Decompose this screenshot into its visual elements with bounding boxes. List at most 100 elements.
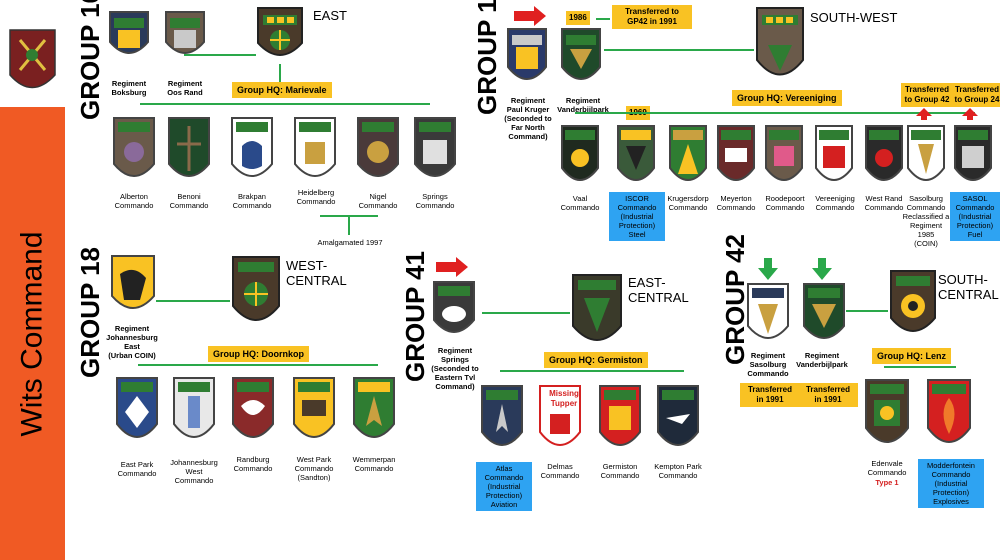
group41-regiment-connector	[482, 312, 570, 314]
group18-commando-shield-randburg	[231, 376, 275, 448]
group41-commando-shield-delmas	[538, 384, 582, 456]
group18-hq-label: Group HQ: Doornkop	[208, 346, 309, 362]
side-title: Wits Command	[15, 230, 49, 437]
group42-regiment-vanderbijlpark-shield	[802, 282, 846, 348]
group42-arrow-down-icon-1	[758, 258, 778, 280]
group16-amalgamated-connector	[348, 215, 350, 235]
group16-commando-line	[140, 103, 430, 105]
group42-regiment-sasolburg-shield	[746, 282, 790, 348]
group42-regiment-label-2: Regiment Vanderbijlpark	[796, 351, 848, 369]
group18-commando-line	[138, 364, 378, 366]
group16-regiment-boksburg-shield	[108, 10, 150, 62]
group17-commando-label-6: Vereeniging Commando	[815, 194, 855, 212]
group18-region: WEST- CENTRAL	[286, 258, 347, 288]
group16-commando-label-3: Brakpan Commando	[232, 192, 272, 210]
group42-commando-line	[884, 366, 956, 368]
group42-commando-shield-modderfontein	[926, 378, 972, 454]
group17-title: GROUP 17	[472, 0, 502, 115]
group17-commando-shield-vaal	[560, 124, 600, 190]
group17-arrow-up-icon-2	[962, 108, 978, 120]
group42-hq-label: Group HQ: Lenz	[872, 348, 951, 364]
group17-commando-label-9: SASOL Commando (Industrial Protection) F…	[950, 192, 1000, 241]
group18-commando-shield-westpark	[292, 376, 336, 448]
group16-commando-shield-brakpan	[230, 116, 274, 186]
group17-commando-label-2: ISCOR Commando (Industrial Protection) S…	[609, 192, 665, 241]
group16-hq-shield	[255, 5, 305, 65]
group16-commando-label-2: Benoni Commando	[169, 192, 209, 210]
group41-missing-note: Missing Tupper	[549, 389, 579, 408]
group16-hq-label: Group HQ: Marievale	[232, 82, 332, 98]
group41-commando-label-3: Germiston Commando	[600, 462, 640, 480]
group17-regiment-vanderbijlpark-shield	[560, 27, 602, 89]
group16-commando-label-4: Heidelberg Commando	[296, 188, 336, 206]
group41-commando-shield-germiston	[598, 384, 642, 456]
group42-hq-shield	[888, 268, 938, 342]
group17-commando-label-1: Vaal Commando	[560, 194, 600, 212]
group16-regiment-label-1: Regiment Boksburg	[111, 79, 147, 97]
group17-commando-shield-westrand	[864, 124, 904, 190]
group41-commando-shield-kemptonpark	[656, 384, 700, 456]
group17-hq-label: Group HQ: Vereeniging	[732, 90, 842, 106]
group16-commando-label-1: Alberton Commando	[114, 192, 154, 210]
group17-year1986: 1986	[566, 11, 590, 25]
group17-commando-label-3: Krugersdorp Commando	[667, 194, 709, 212]
group41-commando-label-1: Atlas Commando (Industrial Protection) A…	[476, 462, 532, 511]
wits-command-emblem	[0, 0, 65, 107]
group17-commando-line	[575, 112, 975, 114]
group41-commando-line	[500, 370, 684, 372]
group18-commando-shield-jhbwest	[172, 376, 216, 448]
group16-commando-label-6: Springs Commando	[415, 192, 455, 210]
group17-arrow-up-icon-1	[916, 108, 932, 120]
group16-commando-shield-heidelberg	[293, 116, 337, 186]
group17-commando-shield-vereeniging	[814, 124, 854, 190]
group18-regiment-shield	[110, 254, 156, 318]
group41-commando-label-4: Kempton Park Commando	[654, 462, 702, 480]
group17-regiment-connector	[604, 49, 754, 51]
group41-arrow-icon	[434, 256, 470, 278]
group17-region: SOUTH-WEST	[810, 10, 898, 25]
group42-commando-label-2: Modderfontein Commando (Industrial Prote…	[918, 459, 984, 508]
group17-commando-label-7: West Rand Commando	[864, 194, 904, 212]
group18-commando-label-5: Wemmerpan Commando	[352, 455, 396, 473]
group42-regiment-label-1: Regiment Sasolburg Commando	[747, 351, 789, 378]
group42-regiment-note-1: Transferred in 1991	[740, 383, 800, 407]
group18-hq-shield	[230, 254, 282, 332]
group17-hq-shield	[754, 5, 806, 87]
group41-commando-shield-atlas	[480, 384, 524, 456]
group18-regiment-connector	[156, 300, 230, 302]
group16-region: EAST	[313, 8, 347, 23]
group41-regiment-shield	[432, 280, 476, 342]
group41-hq-label: Group HQ: Germiston	[544, 352, 648, 368]
group41-title: GROUP 41	[400, 250, 430, 382]
group16-commando-label-5: Nigel Commando	[358, 192, 398, 210]
group17-commando-label-8: Sasolburg Commando Reclassified a Regime…	[902, 194, 950, 248]
group17-transferred-gp42: Transferred to GP42 in 1991	[612, 5, 692, 29]
group16-commando-shield-alberton	[112, 116, 156, 186]
group18-commando-shield-eastpark	[115, 376, 159, 448]
group17-regiment-paulkruger-shield	[506, 27, 548, 89]
group18-commando-label-2: Johannesburg West Commando	[170, 458, 218, 485]
group17-transferred-42: Transferred to Group 42	[901, 83, 953, 107]
group17-commando-shield-iscor	[616, 124, 656, 190]
group41-commando-label-2: Delmas Commando	[540, 462, 580, 480]
group17-commando-label-4: Meyerton Commando	[716, 194, 756, 212]
group16-regiment-label-2: Regiment Oos Rand	[167, 79, 203, 97]
group41-hq-shield	[570, 272, 624, 352]
group18-regiment-label: Regiment Johannesburg East (Urban COIN)	[106, 324, 158, 360]
group16-title: GROUP 16	[75, 0, 105, 120]
group41-regiment-label: Regiment Springs (Seconded to Eastern Tv…	[431, 346, 479, 391]
group16-commando-shield-springs	[413, 116, 457, 186]
group42-regiment-connector	[846, 310, 888, 312]
group18-commando-label-1: East Park Commando	[117, 460, 157, 478]
group16-regiment-oosrand-shield	[164, 10, 206, 62]
group42-commando-shield-edenvale	[864, 378, 910, 454]
group42-commando-label-1: Edenvale Commando	[867, 459, 907, 477]
group17-transfer-connector	[596, 18, 610, 20]
group17-commando-label-5: Roodepoort Commando	[765, 194, 805, 212]
wits-command-side-bar: Wits Command	[0, 107, 65, 560]
group17-arrow-icon	[512, 5, 548, 27]
group16-hq-connector	[279, 64, 281, 84]
group16-commando-shield-nigel	[356, 116, 400, 186]
group17-transferred-24: Transferred to Group 24	[951, 83, 1000, 107]
group18-commando-shield-wemmerpan	[352, 376, 396, 448]
